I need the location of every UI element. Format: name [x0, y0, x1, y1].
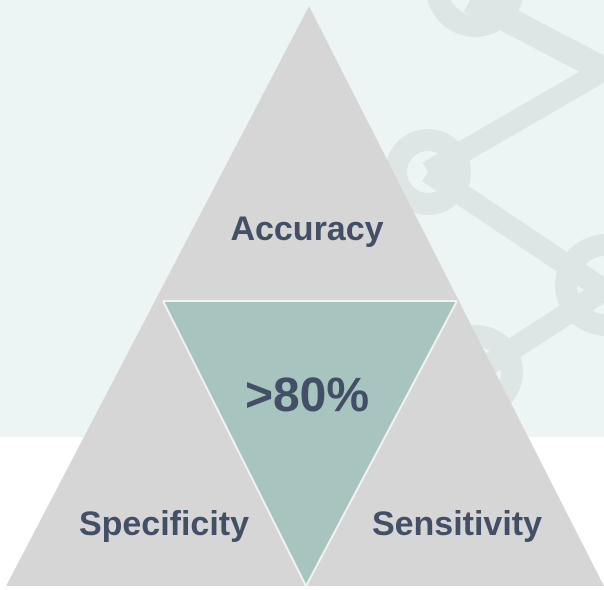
separator-line [162, 300, 307, 587]
outer-triangle [6, 6, 604, 586]
separator-line [305, 300, 458, 587]
threshold-value: >80% [245, 369, 369, 422]
specificity-label: Specificity [79, 505, 249, 543]
sensitivity-label: Sensitivity [372, 505, 542, 543]
center-triangle [163, 301, 457, 586]
accuracy-label: Accuracy [230, 210, 383, 248]
